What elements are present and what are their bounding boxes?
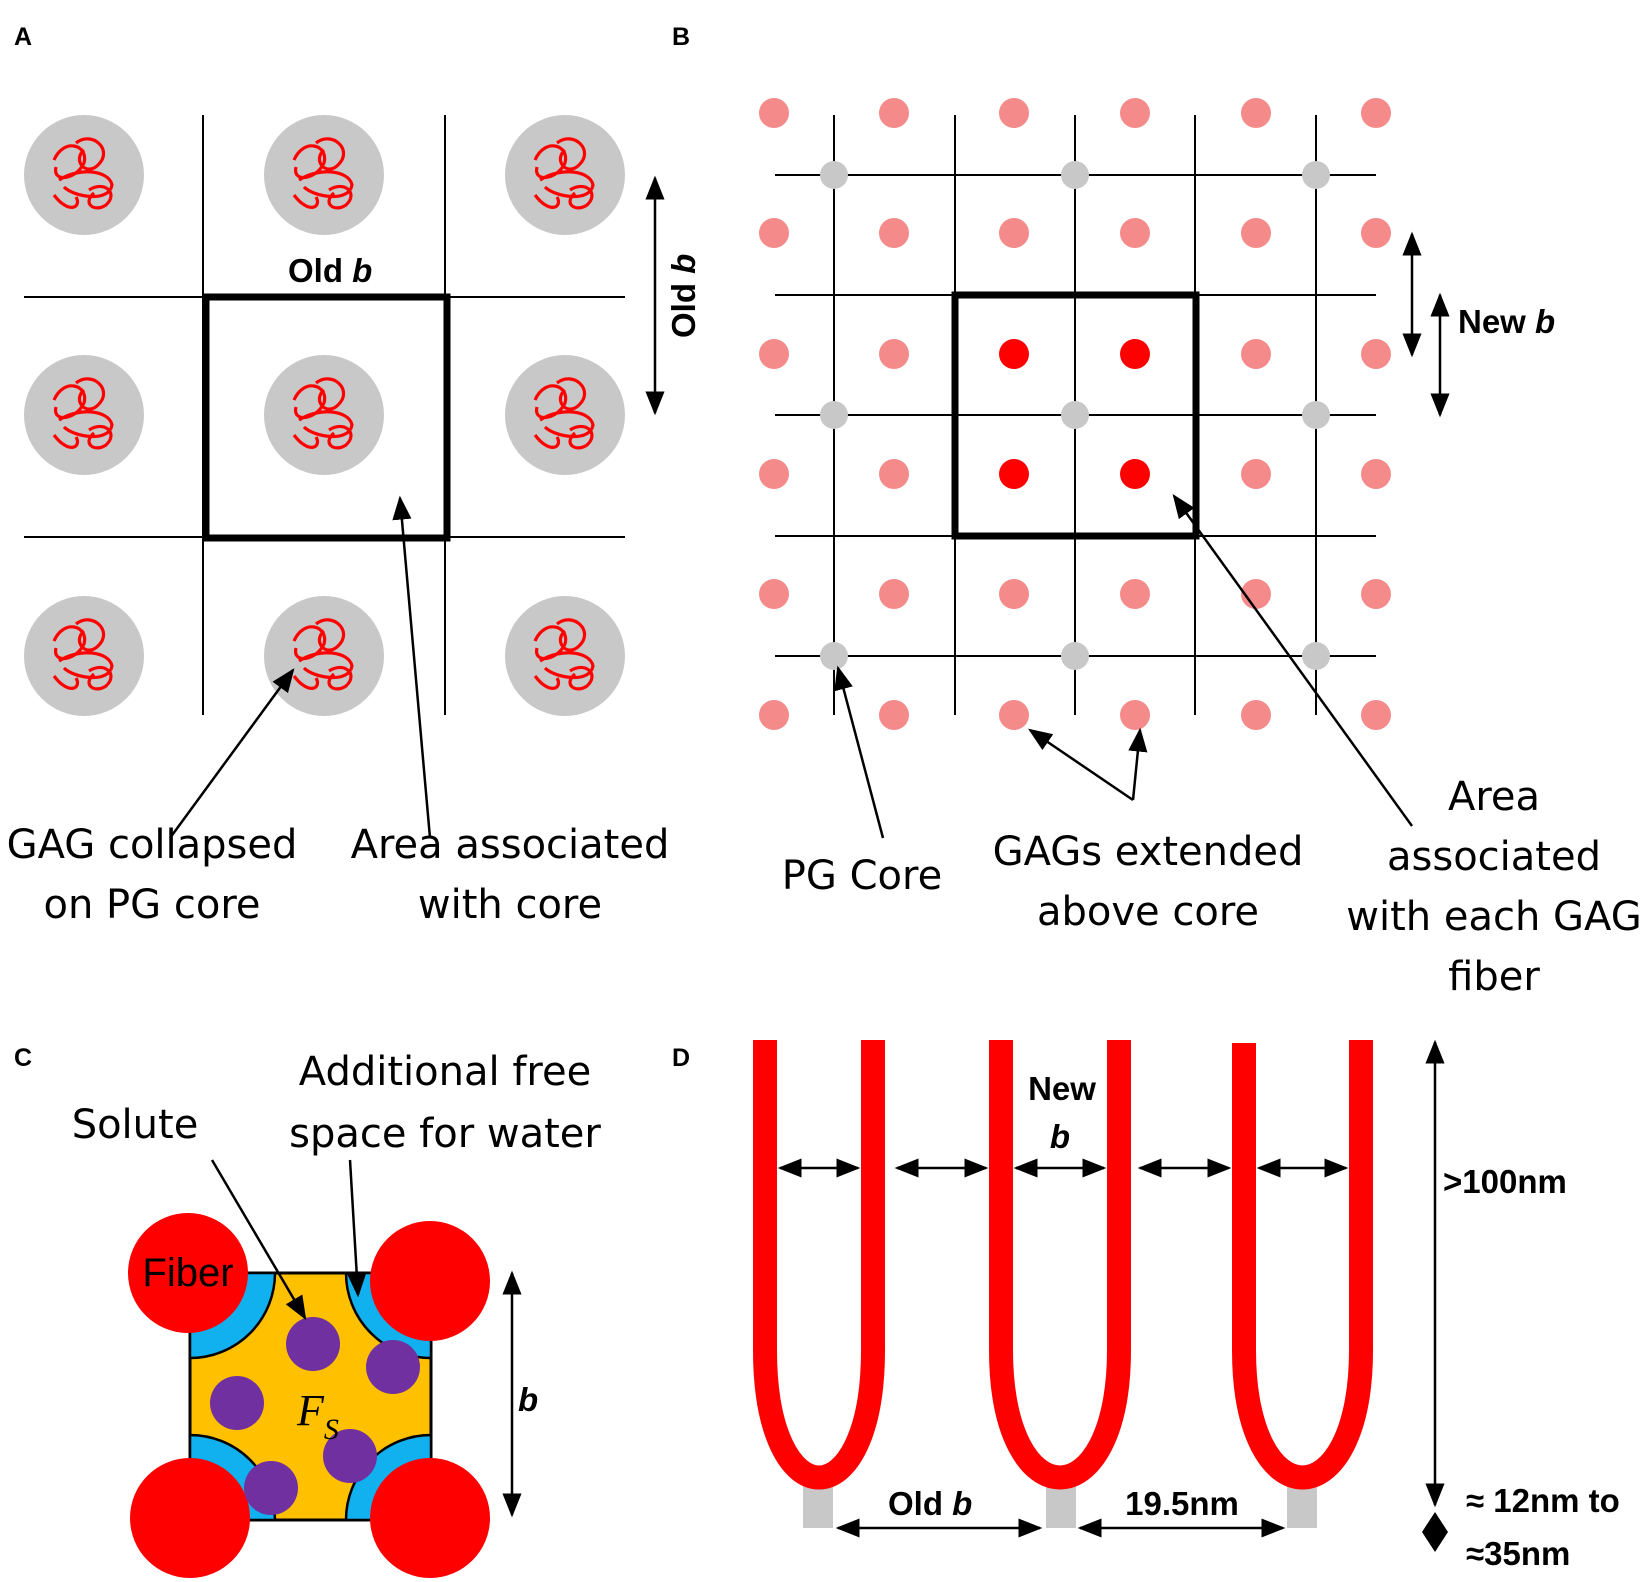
old-b-label-a: Old b: [288, 252, 372, 289]
panel-c: C Fiber FS Additional free space for wat…: [14, 1044, 601, 1578]
panel-a: A Old b Old b GAG collapsed on PG core A…: [7, 23, 702, 928]
label-area-core-1: Area associated: [351, 822, 670, 868]
area-box-b: [951, 291, 1200, 540]
label-gags-extended-1: GAGs extended: [993, 829, 1304, 875]
label-area-gag-4: fiber: [1448, 954, 1540, 1000]
arrow-additional: [347, 1159, 367, 1298]
arrow-gags-2: [1128, 727, 1148, 801]
label-gags-extended-2: above core: [1037, 889, 1259, 935]
solute-circles: [210, 1317, 420, 1515]
panel-a-letter: A: [14, 23, 32, 51]
range-label-1: ≈ 12nm to: [1466, 1482, 1620, 1519]
label-area-gag-1: Area: [1448, 774, 1540, 820]
height-label: >100nm: [1443, 1163, 1567, 1200]
gag-fibers: [753, 1040, 1373, 1490]
b-label-c: b: [518, 1381, 538, 1418]
arrow-gags-1: [1028, 728, 1134, 802]
old-b-label-d: Old b: [888, 1485, 972, 1522]
pg-core-dots: [820, 161, 1330, 670]
panel-b: B: [672, 23, 1642, 1000]
panel-c-letter: C: [14, 1044, 32, 1072]
label-area-gag-2: associated: [1387, 834, 1601, 880]
fiber-circles: [128, 1213, 490, 1578]
panel-d-letter: D: [672, 1044, 690, 1072]
new-b-label-d: New: [1028, 1070, 1096, 1107]
label-area-gag-3: with each GAG: [1346, 894, 1641, 940]
arrow-area-gag: [1172, 494, 1414, 827]
new-b-symbol-d: b: [1050, 1118, 1070, 1155]
label-gag-collapsed-1: GAG collapsed: [7, 822, 298, 868]
range-label-2: ≈35nm: [1466, 1535, 1570, 1572]
arrow-pg-core: [834, 665, 885, 839]
panel-d: D New b >100nm ≈ 12nm to ≈35nm Old b: [672, 1039, 1620, 1572]
label-pg-core: PG Core: [782, 853, 942, 899]
arrow-solute: [210, 1159, 307, 1321]
fiber-label: Fiber: [142, 1251, 233, 1295]
pg-core-collapsed: [24, 115, 625, 716]
old-b-vertical-label: Old b: [665, 254, 702, 338]
area-box-a: [202, 293, 451, 542]
gag-dots-highlight: [999, 339, 1150, 489]
new-b-label: New b: [1458, 303, 1555, 340]
arrow-gag-collapsed: [168, 668, 295, 839]
label-additional-1: Additional free: [299, 1049, 591, 1095]
fs-label: FS: [296, 1386, 339, 1446]
label-solute: Solute: [72, 1102, 199, 1148]
spacing-label-d: 19.5nm: [1125, 1485, 1239, 1522]
range-diamond: [1422, 1512, 1448, 1552]
label-additional-2: space for water: [289, 1111, 601, 1157]
label-gag-collapsed-2: on PG core: [43, 882, 260, 928]
arrow-area-core: [392, 495, 432, 839]
gag-dots: [759, 98, 1391, 730]
label-area-core-2: with core: [418, 882, 602, 928]
panel-b-letter: B: [672, 23, 690, 51]
pg-core-bars: [803, 1478, 1317, 1528]
